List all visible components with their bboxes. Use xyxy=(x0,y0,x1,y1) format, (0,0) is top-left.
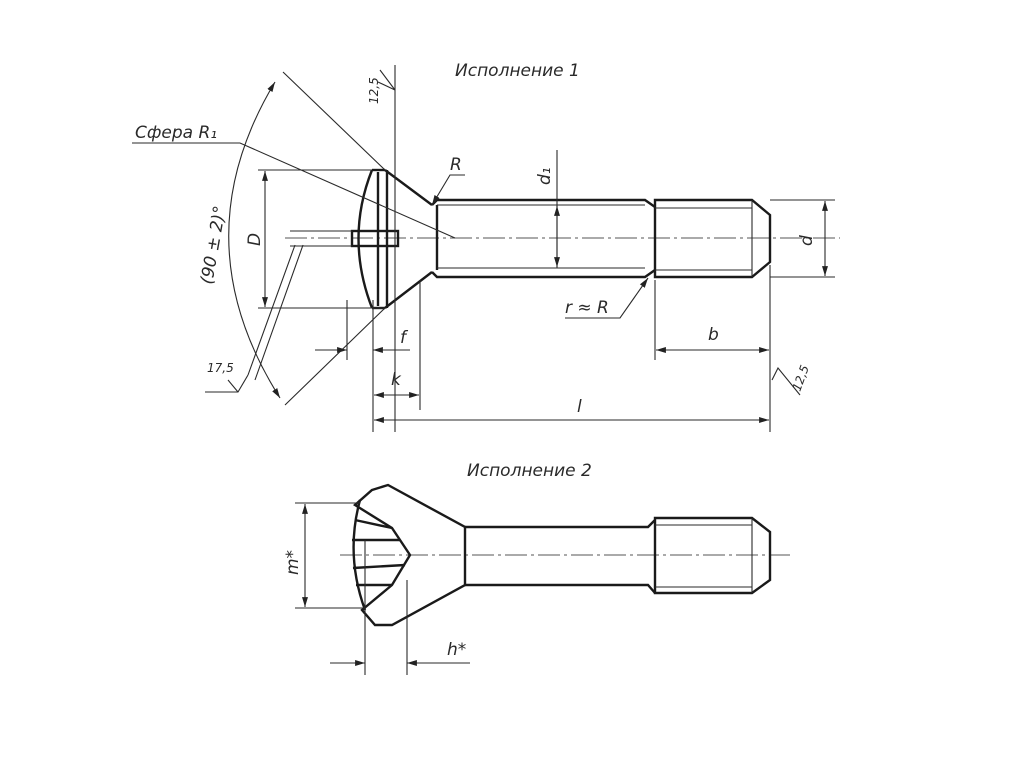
version-2-title: Исполнение 2 xyxy=(467,461,592,481)
shaft-2 xyxy=(465,519,656,594)
head-section xyxy=(352,483,467,627)
head-cone xyxy=(384,169,433,309)
angle-label: (90 ± 2)° xyxy=(197,204,230,286)
version-2-view: Исполнение 2 m* h* xyxy=(283,461,790,675)
sphere-label: Сфера R₁ xyxy=(135,123,217,143)
dimension-D-label: D xyxy=(245,233,265,246)
angle-arc xyxy=(228,81,281,399)
fillet-R-label: R xyxy=(450,155,462,175)
sphere-leader xyxy=(132,142,456,239)
version-1-title: Исполнение 1 xyxy=(455,61,580,81)
dimension-b-label: b xyxy=(708,325,719,345)
dimension-d-label: d xyxy=(797,235,817,246)
dimension-d1-label: d₁ xyxy=(535,167,555,185)
version-1-view: Исполнение 1 xyxy=(132,61,840,432)
head-sphere xyxy=(357,169,374,309)
roughness-top-label: 12,5 xyxy=(367,77,381,104)
roughness-left-label: 17,5 xyxy=(207,361,234,375)
dimension-l-label: l xyxy=(577,397,582,417)
dimension-h-label: h* xyxy=(447,640,466,660)
dimension-f-label: f xyxy=(400,328,409,348)
dimension-k-label: k xyxy=(391,370,402,390)
roughness-right-label: 12,5 xyxy=(790,363,812,393)
fillet-r-label: r ≈ R xyxy=(565,298,609,318)
dimension-m-label: m* xyxy=(283,550,303,575)
slot xyxy=(350,229,400,248)
